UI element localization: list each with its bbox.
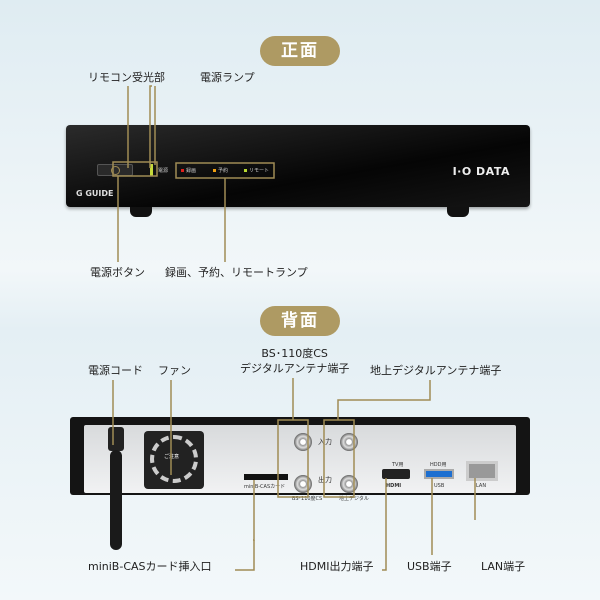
hdd-text: HDD用 bbox=[430, 462, 447, 468]
tv-text: TV用 bbox=[392, 462, 404, 468]
card-text: miniB-CASカード bbox=[244, 484, 286, 490]
power-cord bbox=[110, 450, 122, 550]
gguide-logo: G GUIDE bbox=[76, 189, 114, 198]
power-lamp bbox=[150, 164, 153, 176]
bs-cs-text: BS･110度CS bbox=[292, 496, 323, 502]
device-back: ご注意 miniB-CASカード 入力 出力 BS･110度CS 地上デジタル … bbox=[70, 417, 530, 502]
output-text: 出力 bbox=[318, 476, 332, 484]
hdmi-text: HDMI bbox=[386, 483, 402, 489]
front-foot bbox=[130, 207, 152, 217]
label-bcas: miniB-CASカード挿入口 bbox=[88, 560, 212, 573]
remote-text: リモート bbox=[249, 168, 270, 174]
hdmi-port[interactable] bbox=[382, 469, 410, 479]
power-text: 電源 bbox=[158, 168, 169, 174]
power-button[interactable] bbox=[97, 164, 133, 176]
device-front: 電源 録画 予約 リモート I·O DATA G GUIDE bbox=[66, 125, 530, 207]
bs-cs-output-port[interactable] bbox=[294, 475, 312, 493]
label-hdmi: HDMI出力端子 bbox=[300, 560, 374, 573]
label-usb: USB端子 bbox=[407, 560, 452, 573]
reserve-text: 予約 bbox=[218, 168, 229, 174]
rec-text: 録画 bbox=[186, 168, 197, 174]
terrestrial-text: 地上デジタル bbox=[339, 496, 369, 502]
brand-logo: I·O DATA bbox=[452, 165, 510, 178]
label-power-button: 電源ボタン bbox=[90, 266, 145, 279]
terrestrial-output-port[interactable] bbox=[340, 475, 358, 493]
label-terrestrial-antenna: 地上デジタルアンテナ端子 bbox=[370, 364, 502, 377]
label-lan: LAN端子 bbox=[481, 560, 526, 573]
label-power-lamp: 電源ランプ bbox=[200, 71, 255, 84]
reserve-lamp-icon bbox=[213, 169, 216, 172]
bcas-slot[interactable] bbox=[244, 474, 288, 480]
remote-lamp-icon bbox=[244, 169, 247, 172]
usb-port[interactable] bbox=[424, 469, 454, 479]
terrestrial-input-port[interactable] bbox=[340, 433, 358, 451]
ir-receiver-icon bbox=[111, 166, 120, 175]
bs-cs-input-port[interactable] bbox=[294, 433, 312, 451]
caution-text: ご注意 bbox=[164, 454, 180, 460]
front-foot bbox=[447, 207, 469, 217]
lan-text: LAN bbox=[476, 483, 487, 489]
usb-text: USB bbox=[434, 483, 445, 489]
label-fan: ファン bbox=[158, 364, 191, 377]
label-status-lamps: 録画、予約、リモートランプ bbox=[165, 266, 308, 279]
power-cord-plug bbox=[108, 427, 124, 451]
front-section-title: 正面 bbox=[260, 36, 340, 66]
label-ir-receiver: リモコン受光部 bbox=[88, 71, 165, 84]
input-text: 入力 bbox=[318, 438, 332, 446]
label-power-cord: 電源コード bbox=[88, 364, 143, 377]
rec-lamp-icon bbox=[181, 169, 184, 172]
back-section-title: 背面 bbox=[260, 306, 340, 336]
fan-grille: ご注意 bbox=[144, 431, 204, 489]
label-bs-cs-antenna: BS･110度CS デジタルアンテナ端子 bbox=[240, 347, 350, 375]
lan-port[interactable] bbox=[466, 461, 498, 481]
